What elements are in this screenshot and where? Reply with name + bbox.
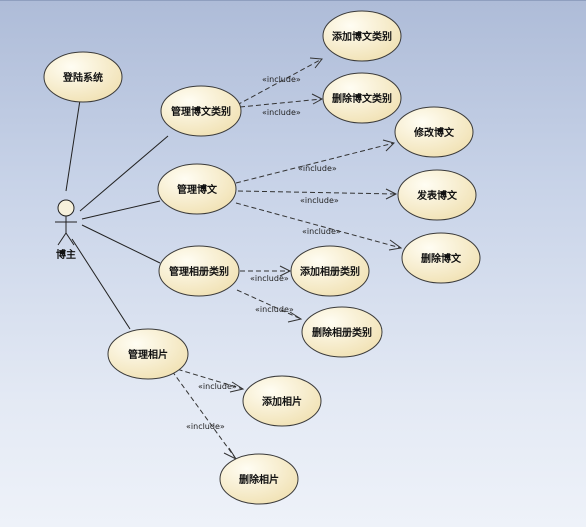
include-label: «include» <box>198 382 237 391</box>
use-case-delete-category[interactable]: 删除博文类别 <box>322 72 402 124</box>
include-label: «include» <box>302 227 341 236</box>
use-case-manage-post[interactable]: 管理博文 <box>157 163 237 215</box>
include-label: «include» <box>300 196 339 205</box>
dep-manage-category-delete <box>239 98 323 108</box>
use-case-manage-photo[interactable]: 管理相片 <box>107 328 189 380</box>
svg-text:登陆系统: 登陆系统 <box>62 71 103 84</box>
assoc-manage-photo <box>71 238 131 330</box>
assoc-manage-post <box>81 200 161 220</box>
include-label: «include» <box>298 164 337 173</box>
include-label: «include» <box>255 305 294 314</box>
svg-text:添加博文类别: 添加博文类别 <box>332 30 392 43</box>
arrow-head <box>382 139 395 152</box>
arrow-head <box>287 311 303 323</box>
actor-left-leg <box>57 232 67 246</box>
use-case-add-photo[interactable]: 添加相片 <box>242 375 322 427</box>
actor-right-leg <box>65 232 75 246</box>
svg-text:发表博文: 发表博文 <box>416 189 458 202</box>
actor-name: 博主 <box>56 248 76 261</box>
use-case-publish-post[interactable]: 发表博文 <box>397 169 477 221</box>
svg-text:管理博文: 管理博文 <box>177 183 218 196</box>
use-case-manage-album-category[interactable]: 管理相册类别 <box>158 245 240 297</box>
actor-head <box>57 199 75 217</box>
include-label: «include» <box>186 422 225 431</box>
svg-text:修改博文: 修改博文 <box>413 126 455 139</box>
dep-photo-add <box>169 366 244 390</box>
svg-text:管理相片: 管理相片 <box>128 348 168 361</box>
assoc-manage-category <box>79 135 169 212</box>
arrow-head <box>311 93 324 105</box>
svg-text:删除博文类别: 删除博文类别 <box>332 92 392 105</box>
svg-text:删除博文: 删除博文 <box>421 252 462 265</box>
include-label: «include» <box>262 108 301 117</box>
use-case-delete-album-category[interactable]: 删除相册类别 <box>301 306 383 358</box>
dep-album-category-delete <box>236 289 302 320</box>
arrow-head <box>279 265 292 277</box>
use-case-add-album-category[interactable]: 添加相册类别 <box>290 245 370 297</box>
dep-manage-post-publish <box>237 190 397 195</box>
assoc-manage-album-category <box>81 224 161 264</box>
svg-text:添加相册类别: 添加相册类别 <box>300 265 360 278</box>
assoc-login <box>65 99 81 192</box>
include-dependencies: «include» «include» «include» «include» … <box>169 57 403 461</box>
dep-photo-delete <box>171 370 237 460</box>
arrow-head <box>385 188 398 200</box>
include-label: «include» <box>262 75 301 84</box>
use-case-edit-post[interactable]: 修改博文 <box>394 106 474 158</box>
associations <box>65 99 169 330</box>
use-case-manage-category[interactable]: 管理博文类别 <box>160 85 242 137</box>
use-cases: 登陆系统 管理博文类别 添加博文类别 删除博文类别 管理博文 修改博文 发表博文 <box>43 10 481 505</box>
use-case-login[interactable]: 登陆系统 <box>43 51 123 103</box>
dep-manage-post-edit <box>235 142 395 184</box>
svg-text:删除相片: 删除相片 <box>239 473 279 486</box>
svg-text:管理博文类别: 管理博文类别 <box>171 105 231 118</box>
include-label: «include» <box>250 274 289 283</box>
use-case-add-category[interactable]: 添加博文类别 <box>322 10 402 62</box>
arrow-head <box>388 239 403 251</box>
use-case-delete-post[interactable]: 删除博文 <box>401 232 481 284</box>
svg-text:添加相片: 添加相片 <box>262 395 302 408</box>
arrow-head <box>229 381 245 393</box>
dep-manage-category-add <box>236 58 323 106</box>
arrow-head <box>309 57 323 69</box>
svg-text:管理相册类别: 管理相册类别 <box>169 265 229 278</box>
stick-figure-actor-icon[interactable]: 博主 <box>55 199 77 261</box>
svg-text:删除相册类别: 删除相册类别 <box>312 326 372 339</box>
use-case-delete-photo[interactable]: 删除相片 <box>219 453 299 505</box>
dep-manage-post-delete <box>235 202 402 249</box>
